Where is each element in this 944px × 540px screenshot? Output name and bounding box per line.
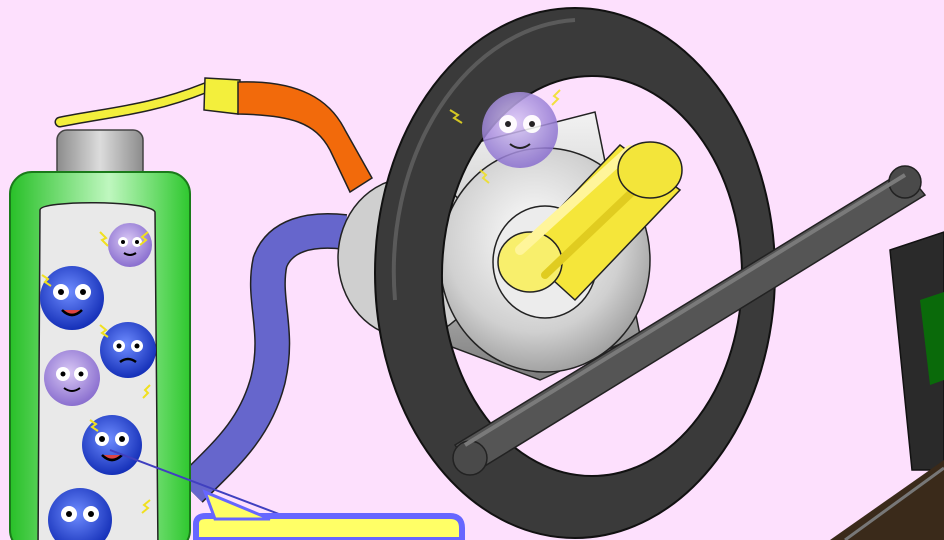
battery [10, 130, 190, 540]
electron-face-icon [100, 322, 156, 378]
electron-face-icon [40, 266, 104, 330]
electron-face-icon [44, 350, 100, 406]
electron-face-icon [82, 415, 142, 475]
negative-wire [190, 231, 345, 490]
electron-face-icon [108, 223, 152, 267]
callout-box [196, 492, 462, 540]
right-machine [830, 232, 944, 540]
